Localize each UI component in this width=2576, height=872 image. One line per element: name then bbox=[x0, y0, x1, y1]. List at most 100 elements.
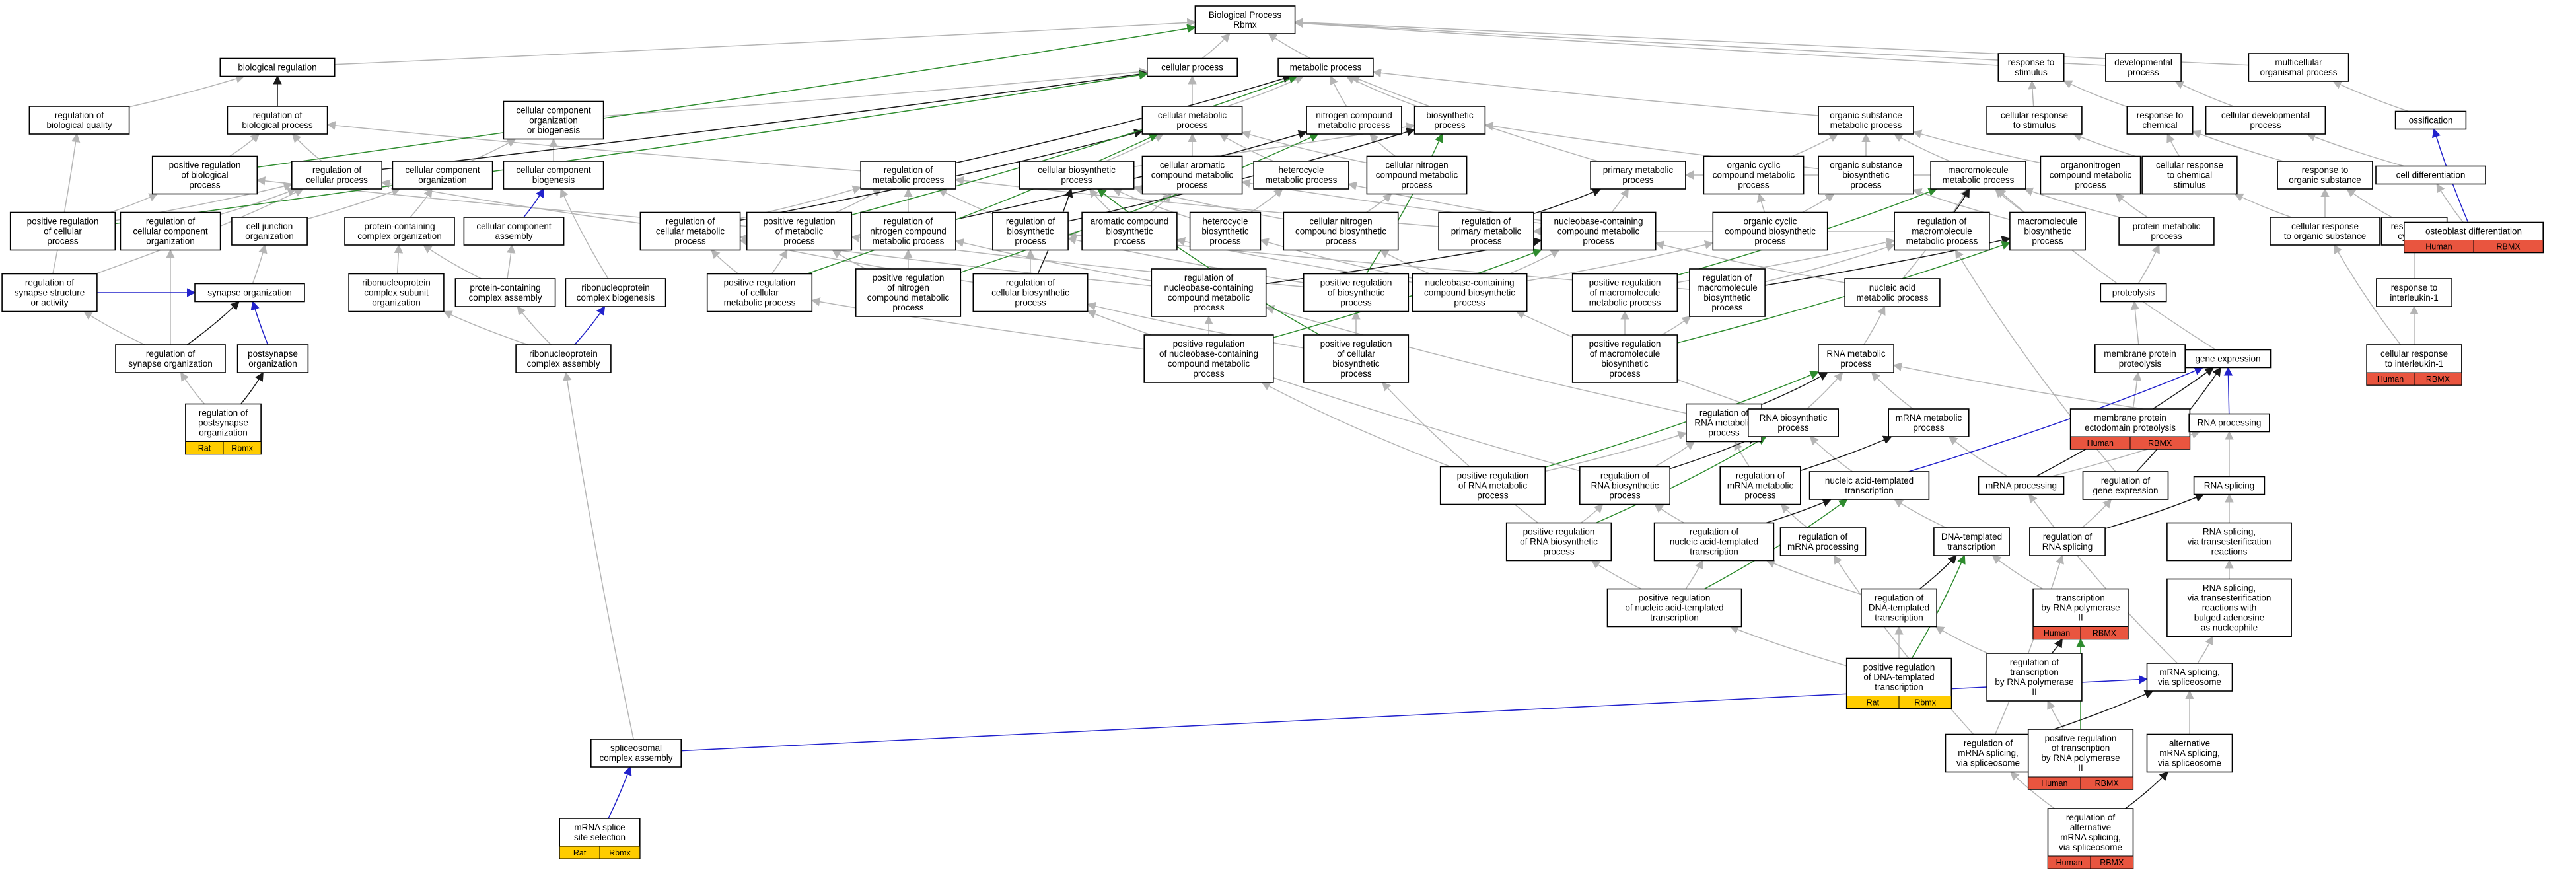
node-rnasplicebulged[interactable]: RNA splicing,via transesterificationreac… bbox=[2166, 578, 2292, 637]
node-cellproc[interactable]: cellular process bbox=[1147, 57, 1238, 77]
node-geneexp[interactable]: gene expression bbox=[2184, 349, 2272, 369]
node-proteolysis[interactable]: proteolysis bbox=[2100, 283, 2167, 303]
node-rnaproc[interactable]: RNA processing bbox=[2188, 413, 2270, 433]
node-synorg[interactable]: synapse organization bbox=[194, 283, 305, 303]
node-ossif[interactable]: ossification bbox=[2394, 110, 2467, 130]
node-metproc[interactable]: metabolic process bbox=[1277, 57, 1374, 77]
node-mrnaproc[interactable]: mRNA processing bbox=[1978, 476, 2065, 495]
node-regmacrobio[interactable]: regulation ofmacromoleculebiosyntheticpr… bbox=[1689, 268, 1766, 317]
node-celldiff[interactable]: cell differentiation bbox=[2375, 165, 2486, 185]
node-bioreg[interactable]: biological regulation bbox=[219, 57, 336, 77]
node-rnasplicing[interactable]: RNA splicing bbox=[2193, 476, 2266, 495]
node-mrnaspliceso[interactable]: mRNA splicing,via spliceosome bbox=[2146, 663, 2233, 692]
node-rnasplicetrans[interactable]: RNA splicing,via transesterificationreac… bbox=[2166, 522, 2292, 562]
node-regnucmet[interactable]: regulation ofnucleobase-containingcompou… bbox=[1151, 268, 1267, 317]
